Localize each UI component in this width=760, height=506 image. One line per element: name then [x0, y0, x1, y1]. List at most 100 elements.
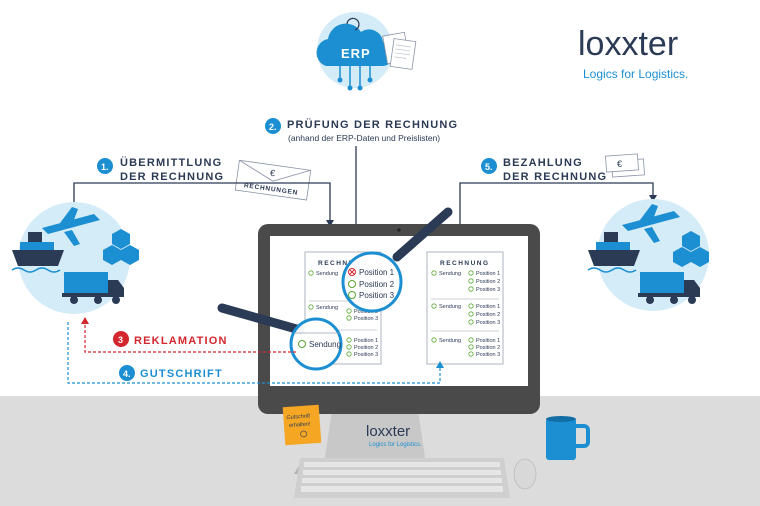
- check-icon: [431, 270, 437, 276]
- position-label: Position 3: [476, 287, 500, 293]
- check-icon: [468, 351, 474, 357]
- keyboard-keys: [301, 462, 503, 492]
- mouse: [513, 458, 537, 490]
- position-label: Position 2: [476, 279, 500, 285]
- truck-icon: [638, 272, 700, 304]
- sticky-note-line1: Gutschrift: [286, 413, 310, 421]
- truck-icon: [62, 272, 124, 304]
- magnified-position-1: Position 1: [359, 268, 395, 277]
- step-5-title-line2: DER RECHNUNG: [503, 171, 607, 183]
- magnifier-lens: [341, 251, 403, 313]
- cloud-icon: [316, 23, 395, 67]
- sync-icon: [346, 17, 360, 31]
- monitor-logo-tagline: Logics for Logistics.: [369, 442, 422, 448]
- position-label: Position 1: [476, 338, 500, 344]
- check-icon: [468, 303, 474, 309]
- magnifier-lens: [289, 317, 343, 371]
- position-label: Position 2: [354, 309, 378, 315]
- position-label: Position 3: [476, 352, 500, 358]
- erp-label: ERP: [341, 46, 371, 61]
- check-icon: [346, 337, 352, 343]
- check-icon: [298, 340, 306, 348]
- check-icon: [308, 270, 314, 276]
- step-3-number: 3: [118, 335, 123, 345]
- mug-body: [546, 418, 576, 460]
- invoice-row-label: Sendung: [439, 304, 461, 310]
- check-icon: [468, 344, 474, 350]
- check-icon: [468, 270, 474, 276]
- step-4-number: 4.: [123, 369, 131, 379]
- check-icon: [346, 344, 352, 350]
- invoice-row-label: Sendung: [439, 271, 461, 277]
- magnifier-sendung: Sendung: [217, 303, 343, 371]
- check-icon: [308, 304, 314, 310]
- position-label: Position 2: [476, 312, 500, 318]
- network-lines: [339, 66, 371, 86]
- position-label: Position 3: [354, 352, 378, 358]
- magnifier-positions: Position 1 Position 2 Position 3: [341, 207, 453, 313]
- smiley-icon: [300, 430, 307, 438]
- step-5-badge: [481, 158, 497, 174]
- invoice-title: RECHNUNG: [318, 260, 368, 267]
- check-icon: [346, 308, 352, 314]
- step-2-badge: [265, 118, 281, 134]
- magnified-position-2: Position 2: [359, 280, 395, 289]
- logo-wordmark: loxxter: [578, 25, 678, 63]
- step-4-title: GUTSCHRIFT: [140, 368, 223, 380]
- check-icon: [346, 315, 352, 321]
- step-1-uebermittlung: 1. ÜBERMITTLUNG DER RECHNUNG: [97, 156, 224, 183]
- monitor-logo-wordmark: loxxter: [366, 423, 410, 440]
- loxxter-logo: loxxter Logics for Logistics.: [578, 25, 688, 81]
- reklamation-arrow: [84, 322, 296, 353]
- logo-tagline: Logics for Logistics.: [583, 67, 688, 81]
- magnifier-handle: [217, 303, 305, 335]
- arrow-step-1: [73, 182, 331, 222]
- step-4-gutschrift: 4. GUTSCHRIFT: [67, 322, 444, 384]
- invoice-row-label: Sendung: [316, 305, 338, 311]
- ship-icon: [11, 232, 64, 273]
- position-label: Position 2: [476, 345, 500, 351]
- step-1-badge: [97, 158, 113, 174]
- step-1-title-line2: DER RECHNUNG: [120, 171, 224, 183]
- step-1-title-line1: ÜBERMITTLUNG: [120, 156, 222, 169]
- monitor-stand: [324, 410, 426, 464]
- step-5-number: 5.: [485, 162, 493, 172]
- ship-icon: [587, 232, 640, 273]
- airplane-icon: [42, 207, 100, 246]
- webcam: [397, 228, 401, 232]
- step-3-badge: [113, 331, 129, 347]
- check-icon: [468, 337, 474, 343]
- check-icon: [468, 278, 474, 284]
- erp-cloud: ERP: [316, 12, 417, 91]
- sticky-note-line2: erhalten!: [289, 421, 311, 429]
- banknote-icon: €: [605, 153, 645, 178]
- invoice-row-label: Sendung: [316, 271, 338, 277]
- airplane-icon: [622, 204, 680, 243]
- position-label: Position 1: [476, 271, 500, 277]
- magnified-position-3: Position 3: [359, 291, 395, 300]
- invoice-document-right: RECHNUNG Sendung Position 1 Position 2 P…: [426, 251, 504, 365]
- documents-icon: [382, 31, 417, 70]
- position-label: Position 3: [476, 320, 500, 326]
- step-1-number: 1.: [101, 162, 109, 172]
- envelope-icon: € RECHNUNGEN: [234, 159, 312, 201]
- sticky-note-paper: [282, 404, 322, 446]
- step-2-title: PRÜFUNG DER RECHNUNG: [287, 118, 458, 131]
- banknote-currency: €: [617, 159, 622, 169]
- step-2-pruefung: 2. PRÜFUNG DER RECHNUNG (anhand der ERP-…: [265, 118, 458, 143]
- step-3-title: REKLAMATION: [134, 335, 228, 347]
- position-label: Position 3: [354, 316, 378, 322]
- cross-icon: [348, 268, 356, 276]
- envelope-currency: €: [269, 168, 275, 179]
- check-icon: [431, 303, 437, 309]
- invoice-paper: [426, 251, 504, 365]
- position-label: Position 1: [476, 304, 500, 310]
- magnifier-handle: [392, 207, 453, 262]
- sender-logistics: [11, 202, 139, 314]
- boxes-icon: [673, 231, 709, 267]
- step-5-bezahlung: 5. BEZAHLUNG DER RECHNUNG: [481, 157, 607, 183]
- position-label: Position 1: [354, 338, 378, 344]
- step-2-subtitle: (anhand der ERP-Daten und Preislisten): [288, 133, 440, 143]
- check-icon: [468, 319, 474, 325]
